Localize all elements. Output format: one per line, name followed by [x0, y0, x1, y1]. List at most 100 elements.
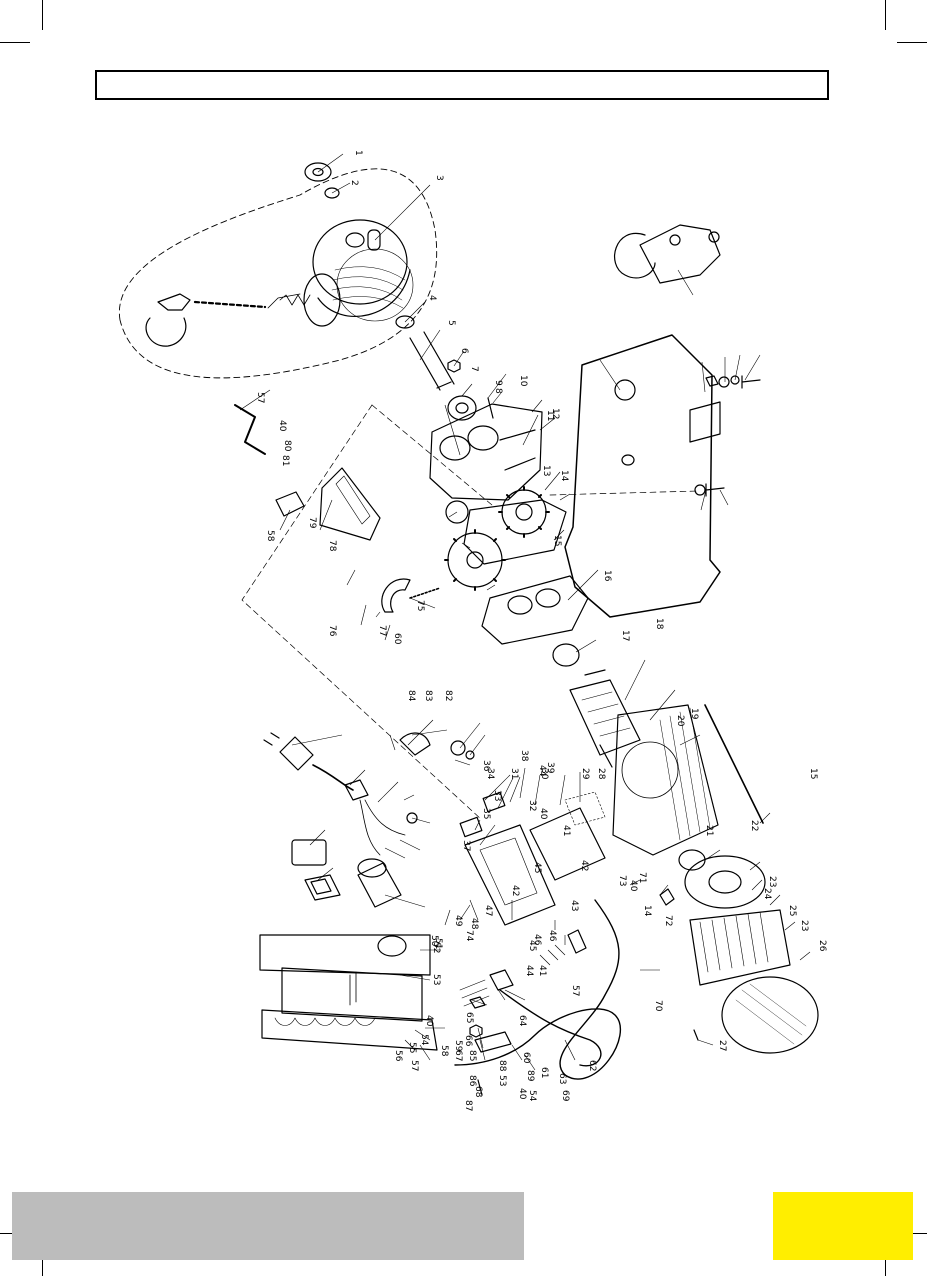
bearing-15 — [447, 395, 477, 421]
cable-drum — [312, 219, 408, 305]
part-label: 89 — [525, 1070, 535, 1082]
nut-14 — [447, 359, 461, 373]
control-cover-66 — [281, 967, 423, 1022]
relay-39 — [529, 807, 606, 881]
page-tab — [773, 1192, 913, 1260]
part-label: 43 — [569, 900, 579, 911]
washer-9 — [304, 162, 332, 182]
part-label: 70 — [653, 1000, 663, 1012]
part-label: 40 — [277, 420, 287, 432]
part-label: 75 — [415, 600, 425, 611]
part-label: 60 — [521, 1052, 531, 1064]
part-label: 18 — [654, 618, 664, 630]
part-label: 65 — [464, 1012, 474, 1023]
pulley-block — [639, 224, 721, 284]
plug-55 — [263, 732, 314, 771]
part-label: 42 — [510, 885, 520, 896]
part-label: 12 — [550, 408, 560, 419]
control-base-67 — [261, 1009, 438, 1051]
part-label: 53 — [497, 1075, 507, 1086]
pulley-hook — [614, 232, 656, 279]
part-label: 17 — [620, 630, 630, 641]
part-label: 21 — [704, 825, 714, 836]
part-label: 16 — [602, 570, 612, 582]
bush-12 — [395, 315, 415, 329]
part-label: 44 — [537, 765, 547, 777]
part-label: 46 — [532, 934, 542, 946]
part-label: 72 — [663, 915, 673, 926]
footer-band — [12, 1192, 524, 1260]
part-label: 83 — [423, 690, 433, 701]
part-label: 57 — [255, 392, 265, 403]
part-label: 76 — [327, 625, 337, 637]
part-label: 73 — [617, 875, 627, 886]
part-label: 23 — [799, 920, 809, 931]
part-label: 45 — [527, 940, 537, 951]
part-label: 15 — [552, 535, 562, 546]
end-shield-31 — [684, 855, 766, 909]
crop-mark — [897, 42, 927, 43]
part-label: 67 — [453, 1050, 463, 1061]
washer-3 — [718, 376, 730, 388]
fan-34 — [689, 909, 791, 986]
part-label: 54 — [419, 1034, 429, 1046]
part-label: 7 — [469, 366, 479, 372]
part-label: 22 — [749, 820, 759, 831]
part-label: 23 — [767, 876, 777, 887]
part-label: 60 — [392, 633, 402, 645]
nut-4 — [705, 375, 719, 387]
part-label: 35 — [481, 808, 491, 819]
part-label: 30 — [539, 768, 549, 780]
part-label: 53 — [431, 974, 441, 985]
part-label: 5 — [446, 320, 456, 326]
screw-17 — [487, 397, 494, 419]
connector-48 — [567, 929, 587, 954]
cable-88 — [454, 899, 622, 1080]
part-label: 49 — [453, 915, 463, 927]
part-label: 40 — [628, 880, 638, 892]
part-label: 40 — [424, 1015, 434, 1027]
bracket-89 — [659, 888, 675, 906]
part-label: 87 — [463, 1100, 473, 1111]
part-label: 88 — [497, 1060, 507, 1072]
screw-85 — [477, 1079, 483, 1096]
lower-hook — [145, 293, 191, 347]
part-label: 10 — [518, 375, 528, 387]
part-label: 28 — [596, 768, 606, 780]
guard-77 — [319, 467, 381, 541]
title-box — [95, 70, 829, 100]
hoist-casing-8 — [564, 334, 721, 618]
part-label: 29 — [580, 768, 590, 780]
part-label: 54 — [527, 1090, 537, 1102]
frame-63 — [304, 874, 341, 901]
part-label: 13 — [541, 465, 551, 476]
part-label: 62 — [587, 1060, 597, 1071]
part-label: 52 — [431, 942, 441, 953]
part-label: 51 — [433, 938, 443, 949]
part-label: 77 — [377, 625, 387, 636]
part-label: 68 — [473, 1086, 483, 1098]
washer-7 — [694, 484, 706, 496]
lever-74 — [381, 578, 411, 613]
part-label: 57 — [570, 985, 580, 996]
part-label: 81 — [280, 455, 290, 466]
screw-37 — [693, 1029, 699, 1041]
bearing-15-lower — [552, 643, 580, 667]
part-label: 9 — [493, 380, 503, 386]
emergency-stop-64 — [357, 862, 402, 908]
plate-79 — [275, 491, 305, 517]
part-label: 58 — [439, 1045, 449, 1057]
part-label: 85 — [467, 1050, 477, 1061]
part-label: 74 — [464, 930, 474, 942]
bolt-1 — [741, 375, 761, 389]
pawl-81 — [399, 732, 431, 756]
pinion-24 — [445, 500, 469, 524]
part-label: 41 — [537, 965, 547, 976]
drum-flange — [303, 273, 341, 327]
part-label: 15 — [808, 768, 818, 779]
part-label: 3 — [434, 175, 444, 181]
part-label: 8 — [493, 388, 503, 394]
switch-62 — [291, 839, 327, 866]
cable-71 — [499, 989, 602, 1067]
